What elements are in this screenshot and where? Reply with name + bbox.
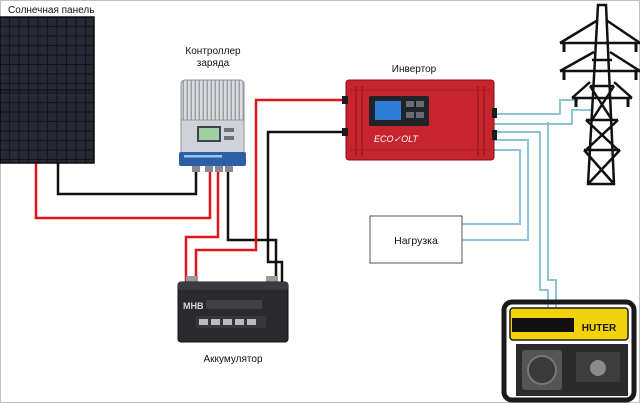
battery-brand-logo: MHB bbox=[183, 301, 204, 311]
inverter-battery-positive-wire bbox=[194, 98, 348, 282]
grid-wire-2 bbox=[494, 109, 594, 125]
ac-wires bbox=[462, 99, 594, 308]
solar-positive-wire bbox=[34, 162, 212, 220]
grid-wire-1 bbox=[494, 99, 578, 115]
power-line-tower bbox=[559, 3, 640, 186]
controller-label-line1: Контроллер bbox=[185, 46, 241, 57]
load-wire-1 bbox=[462, 149, 521, 225]
generator-brand-logo: HUTER bbox=[582, 323, 617, 334]
solar-panel bbox=[0, 16, 95, 164]
load-box bbox=[369, 215, 463, 264]
generator-wire-2 bbox=[547, 122, 557, 308]
dc-wires bbox=[34, 98, 348, 282]
charge-controller bbox=[179, 79, 246, 172]
generator: HUTER bbox=[501, 299, 637, 403]
solar-negative-wire bbox=[56, 162, 198, 196]
battery: MHB bbox=[177, 276, 289, 343]
load-label: Нагрузка bbox=[394, 235, 438, 247]
inverter: ECO✓OLT bbox=[342, 79, 497, 161]
inverter-label: Инвертор bbox=[392, 64, 437, 75]
load-wire-2 bbox=[462, 139, 529, 241]
inverter-battery-negative-wire bbox=[266, 130, 348, 282]
solar-panel-label: Солнечная панель bbox=[8, 5, 94, 16]
controller-battery-positive-wire bbox=[184, 170, 220, 282]
generator-wire-1 bbox=[494, 131, 549, 308]
battery-label: Аккумулятор bbox=[203, 354, 262, 365]
inverter-display bbox=[375, 101, 401, 120]
inverter-brand-logo: ECO✓OLT bbox=[374, 134, 419, 144]
controller-label-line2: заряда bbox=[197, 58, 230, 69]
